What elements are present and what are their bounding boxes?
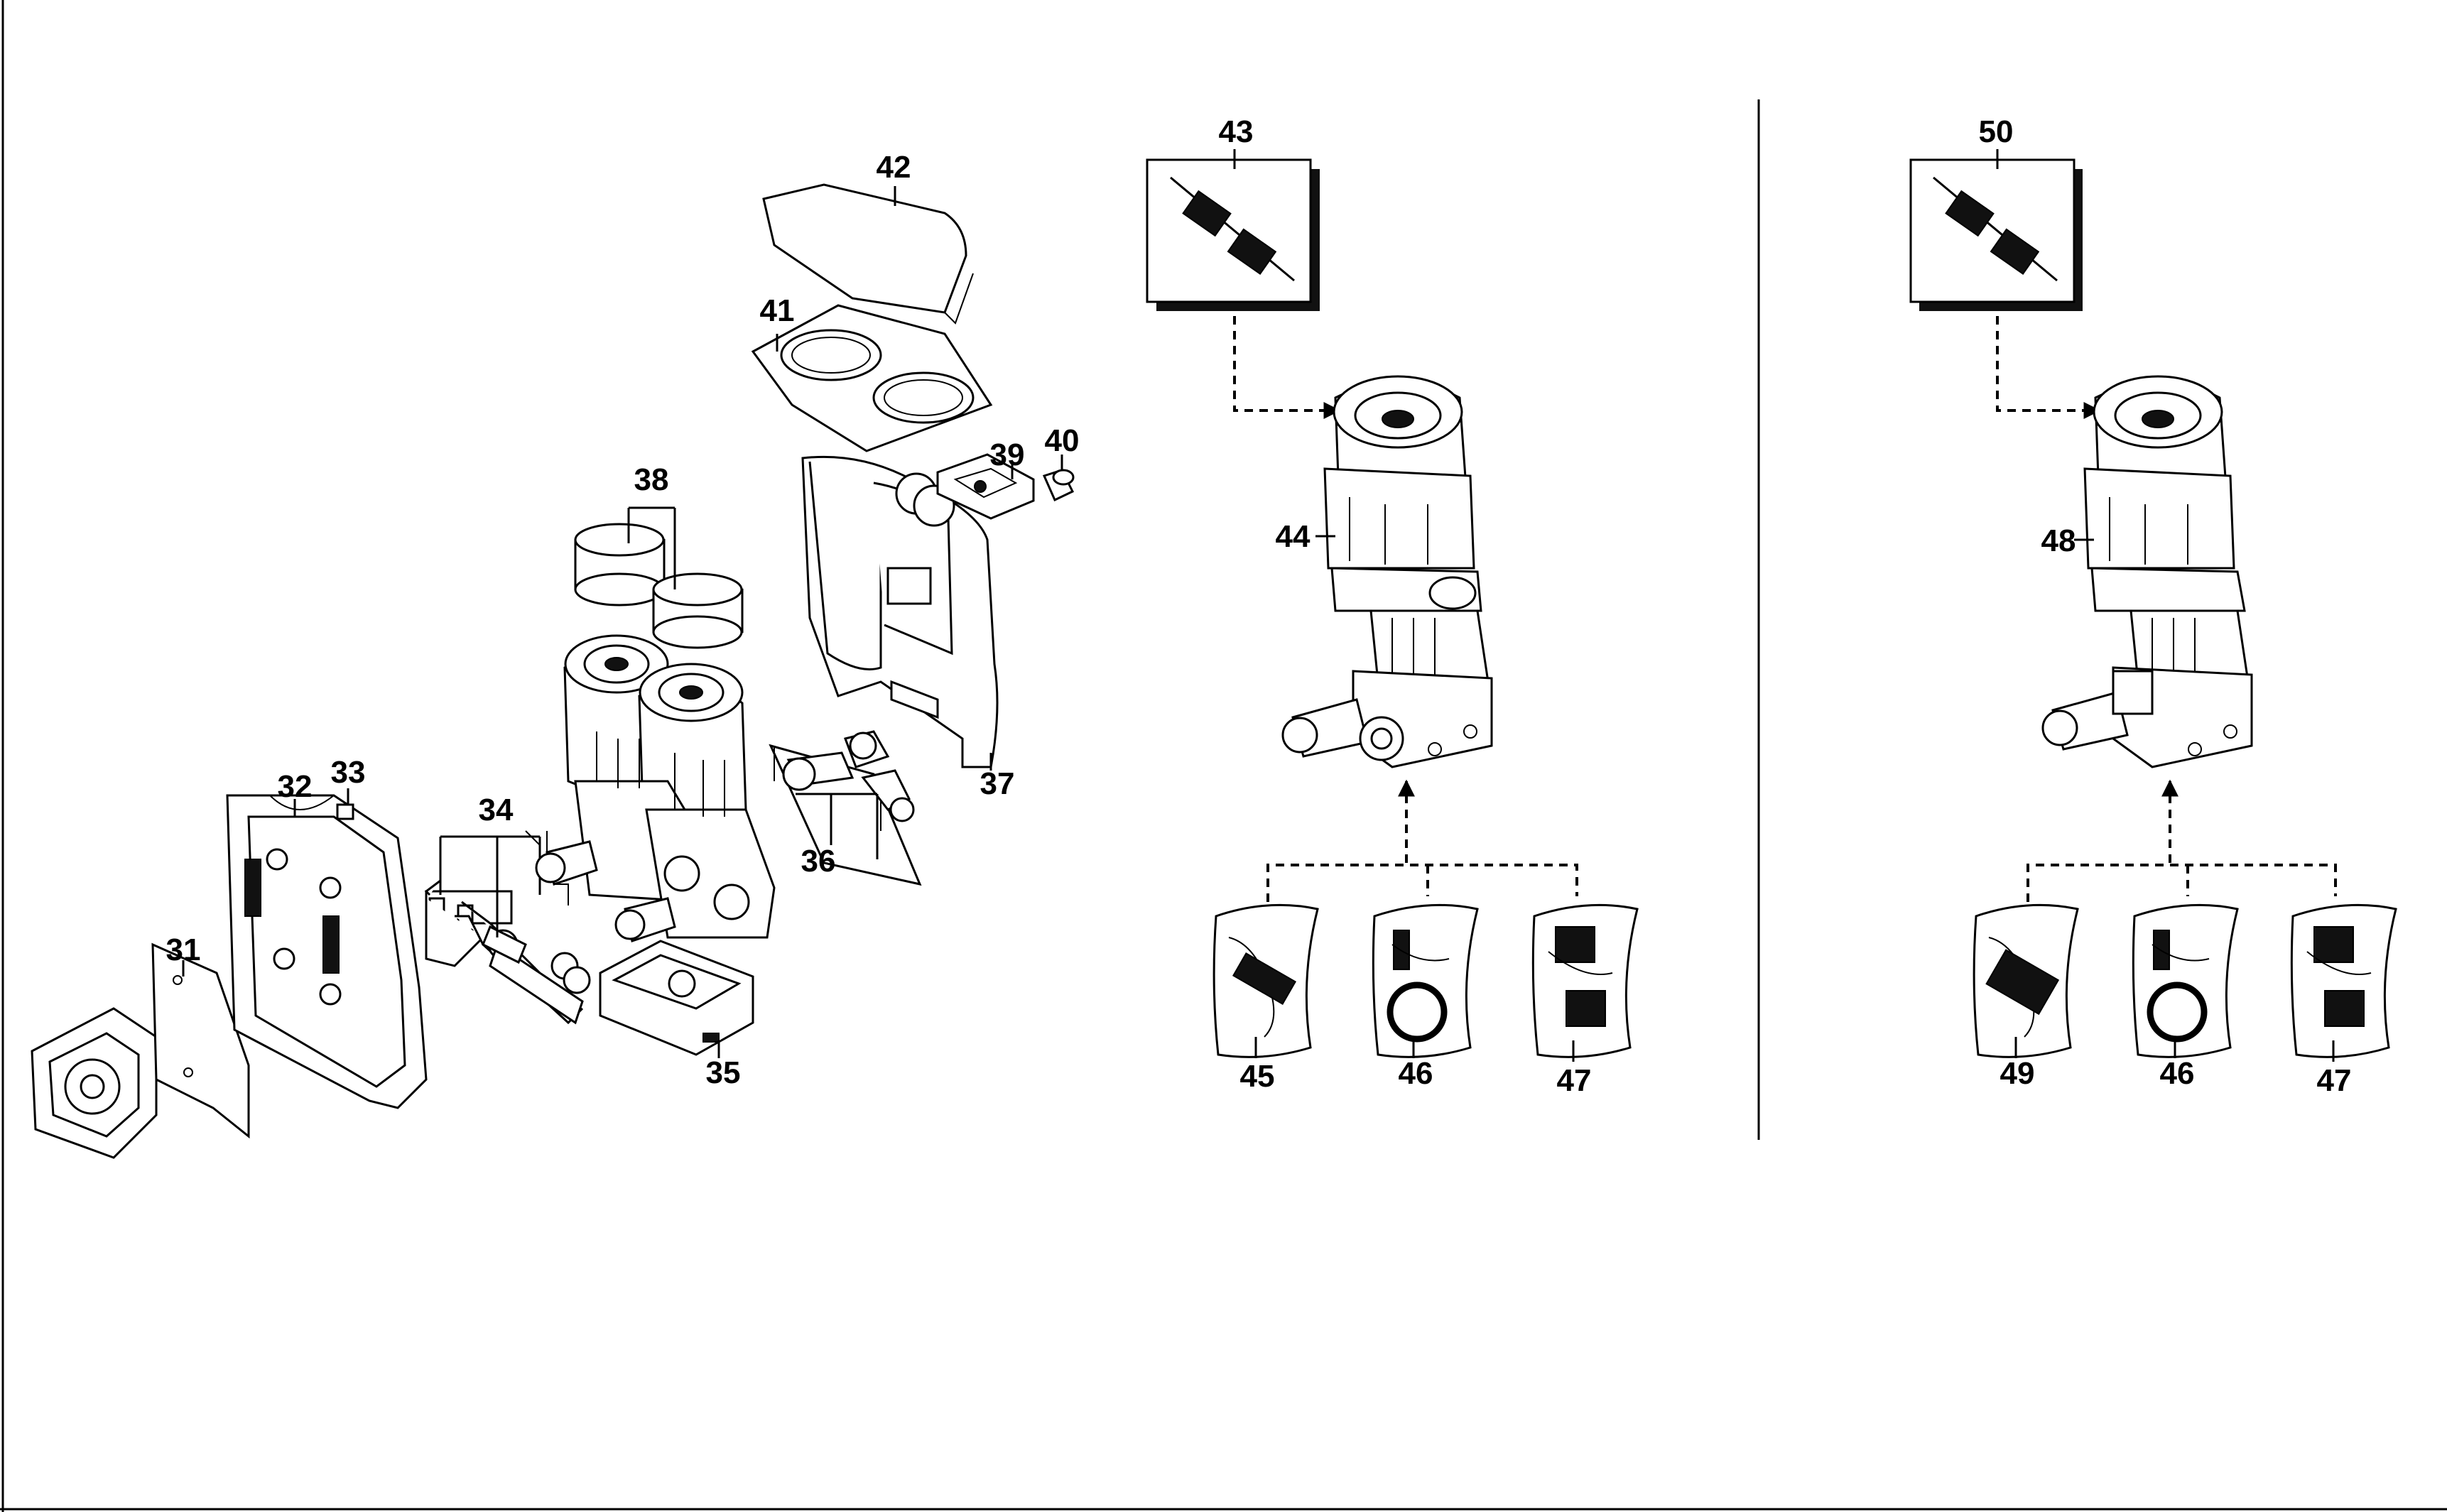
part-32-housing [226,794,428,1109]
label-40: 40 [1045,423,1080,458]
label-43: 43 [1219,114,1254,149]
part-47-valve-kit [1531,903,1639,1058]
label-48: 48 [2041,523,2076,558]
part-50-brush-kit [1909,158,2083,311]
part-42-lid [762,183,974,325]
label-35: 35 [706,1055,741,1090]
part-41-tray [751,304,993,452]
label-47: 47 [1557,1063,1592,1098]
part-45-seal-kit [1212,903,1319,1058]
part-38-caps [574,523,744,649]
label-31: 31 [166,932,201,967]
label-32: 32 [278,769,313,804]
connector-kits-48 [2026,864,2337,902]
arrow-43-to-44 [1233,316,1341,419]
part-35-base [599,940,754,1056]
part-34-connectors [424,830,591,1025]
leader-38 [627,506,676,589]
part-31-switch [31,942,250,1159]
part-49-seal-kit [1973,903,2079,1058]
part-39-bracket [936,453,1035,520]
label-46-right: 46 [2160,1056,2195,1091]
label-34: 34 [479,793,514,827]
part-48-motor-pump [2041,375,2253,768]
label-39: 39 [990,437,1025,472]
label-49: 49 [2000,1056,2035,1091]
label-45: 45 [1240,1059,1275,1094]
leader-34 [439,835,541,937]
label-41: 41 [760,293,795,328]
part-46-oring-kit-right [2132,903,2239,1058]
part-44-motor-pump [1281,375,1493,768]
part-37-frame [801,455,999,768]
label-50: 50 [1979,114,2014,149]
label-42: 42 [877,150,911,185]
label-38: 38 [634,462,669,497]
part-43-brush-kit [1146,158,1320,311]
label-44: 44 [1276,519,1311,554]
label-37: 37 [980,766,1015,801]
part-36-hose-set [769,730,922,886]
label-33: 33 [331,755,366,790]
label-36: 36 [801,844,836,879]
twin-motor-assembly [535,634,776,942]
part-47-valve-kit-right [2290,903,2397,1058]
label-47-right: 47 [2317,1063,2352,1098]
arrow-50-to-48 [1996,316,2101,419]
leader-36 [796,793,879,859]
part-40-nut [1042,469,1075,502]
label-46: 46 [1399,1056,1433,1091]
part-46-oring-kit [1372,903,1479,1058]
part-33-clip [336,803,354,820]
connector-kits-44 [1266,864,1578,902]
